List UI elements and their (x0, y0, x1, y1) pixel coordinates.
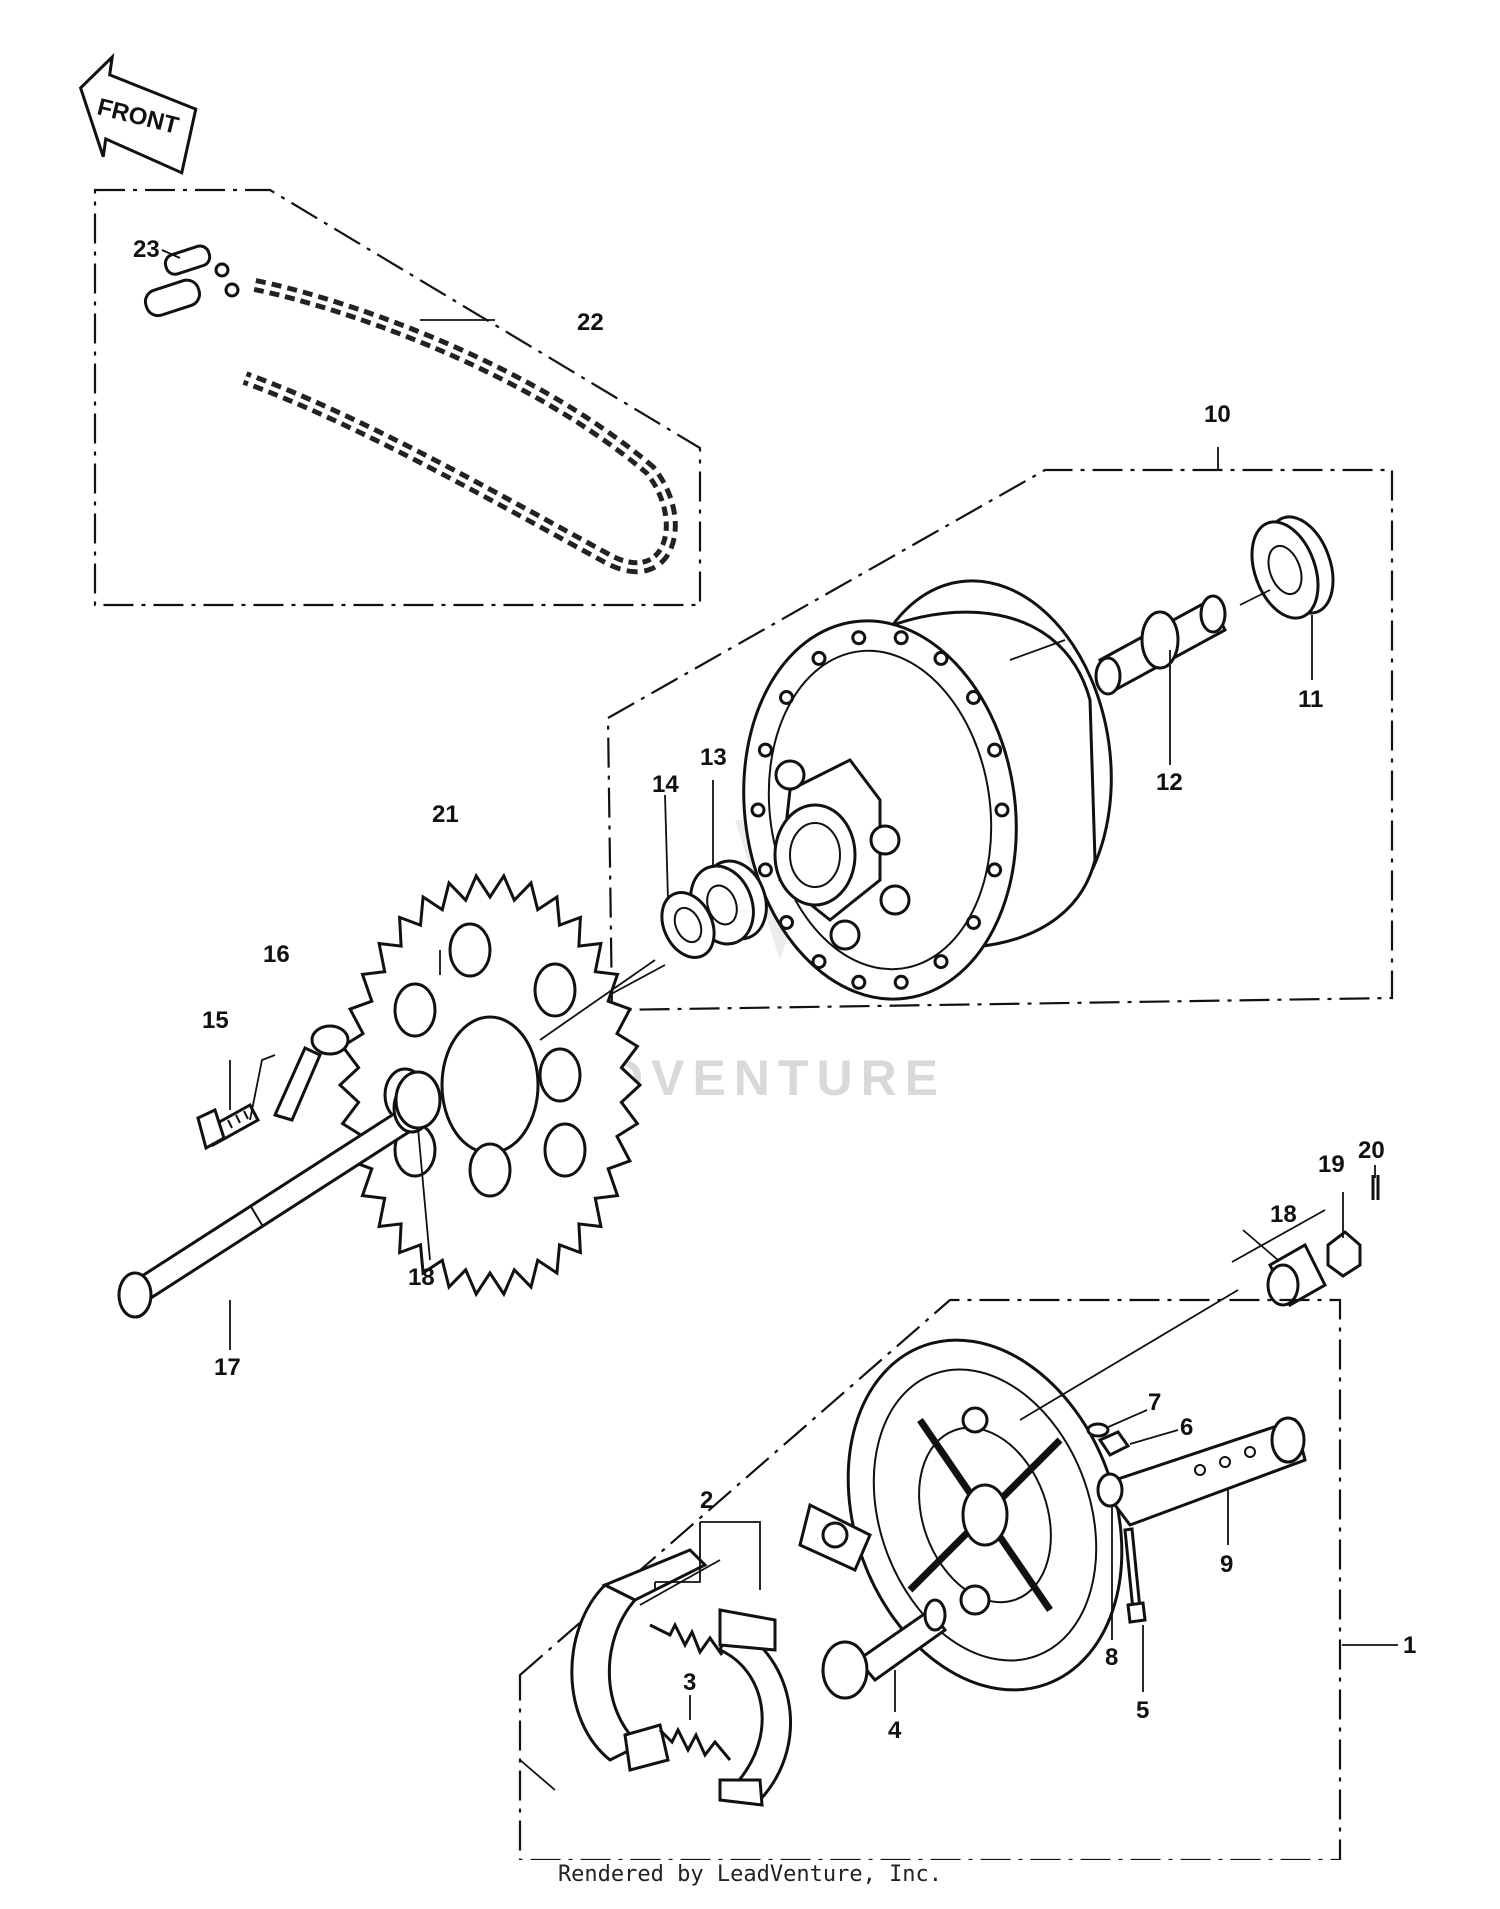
drive-chain (242, 278, 678, 574)
spoke-hole (933, 954, 949, 970)
callout-15: 15 (202, 1007, 229, 1034)
footer-credit: Rendered by LeadVenture, Inc. (557, 1862, 943, 1887)
callout-18b: 18 (1270, 1201, 1297, 1228)
spoke-hole (757, 862, 773, 878)
spoke-hole (933, 650, 949, 666)
spoke-hole (893, 974, 909, 990)
spoke-hole (893, 630, 909, 646)
callout-11: 11 (1298, 686, 1323, 713)
spoke-hole (966, 690, 981, 705)
spoke-hole (750, 802, 766, 818)
callout-leaders (161, 249, 1398, 1720)
exploded-parts-diagram: FRONT LEADVENTURE (78, 52, 1416, 1860)
brake-lever-9 (1097, 1416, 1307, 1527)
callout-18a: 18 (408, 1264, 435, 1291)
callout-4: 4 (888, 1717, 902, 1744)
brake-panel (798, 1338, 1124, 1692)
callout-1: 1 (1403, 1632, 1416, 1659)
callout-17: 17 (214, 1354, 241, 1381)
hub-group-box (606, 468, 1394, 1012)
spoke-hole (987, 862, 1003, 878)
spoke-hole (811, 954, 827, 970)
callout-3: 3 (683, 1669, 696, 1696)
callout-10: 10 (1204, 401, 1231, 428)
callout-16: 16 (263, 941, 290, 968)
brake-group-box (518, 1298, 1342, 1860)
spoke-hole (779, 690, 794, 705)
hub-distance-collar-12 (1094, 594, 1227, 696)
spoke-hole (994, 802, 1010, 818)
spoke-hole (811, 650, 827, 666)
callout-23: 23 (133, 236, 160, 263)
callout-12: 12 (1156, 769, 1183, 796)
axle-collar-18a (394, 1070, 442, 1130)
master-link (143, 244, 240, 318)
axle-collar-18b (1266, 1242, 1327, 1308)
spoke-hole (851, 974, 867, 990)
spoke-hole (966, 915, 981, 930)
callout-8: 8 (1105, 1644, 1118, 1671)
lock-plate-16 (272, 1024, 350, 1122)
oil-seal-14 (660, 891, 716, 959)
callout-2: 2 (700, 1487, 713, 1514)
spoke-hole (757, 742, 773, 758)
callout-22: 22 (577, 309, 604, 336)
callout-5: 5 (1136, 1697, 1149, 1724)
callout-21: 21 (432, 801, 459, 828)
cotter-pin-20 (1371, 1175, 1380, 1200)
washer-7 (1086, 1422, 1110, 1438)
callout-6: 6 (1180, 1414, 1193, 1441)
rear-wheel-hub (742, 579, 1113, 1001)
callout-20: 20 (1358, 1137, 1385, 1164)
rear-sprocket-21 (337, 872, 643, 1298)
callout-9: 9 (1220, 1551, 1233, 1578)
front-arrow: FRONT (78, 52, 198, 175)
spoke-hole (779, 915, 794, 930)
nut-6 (1097, 1430, 1131, 1457)
shoe-springs-3 (649, 1621, 732, 1761)
axle-nut-19 (1326, 1230, 1362, 1278)
brake-shoes-2 (570, 1548, 792, 1807)
callout-14: 14 (652, 771, 679, 798)
brake-camshaft-4 (821, 1598, 948, 1700)
chain-group-box (93, 188, 702, 607)
spoke-hole (987, 742, 1003, 758)
bearing-11 (1250, 515, 1335, 620)
callout-13: 13 (700, 744, 727, 771)
callout-19: 19 (1318, 1151, 1345, 1178)
callout-7: 7 (1148, 1389, 1161, 1416)
sprocket-bolt-15 (196, 1102, 261, 1151)
lever-bolt-5 (1123, 1527, 1147, 1624)
spoke-hole (851, 630, 867, 646)
camshaft-seal-8 (1096, 1472, 1124, 1508)
